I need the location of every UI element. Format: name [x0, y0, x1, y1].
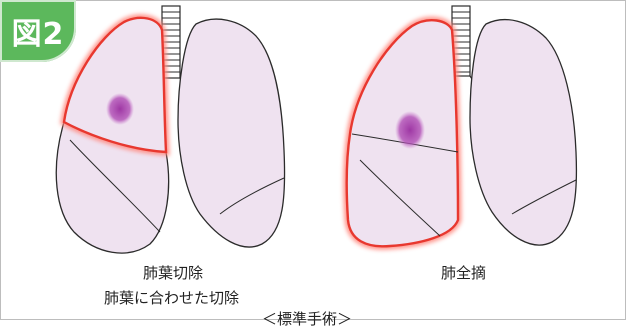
lobectomy-diagram	[56, 6, 284, 253]
tumor-right	[395, 111, 425, 149]
footer-caption: ＜標準手術＞	[262, 308, 352, 329]
lobectomy-subtitle: 肺葉に合わせた切除	[104, 287, 239, 308]
lung-right-side	[178, 19, 285, 247]
figure-number-badge: 図2	[0, 0, 76, 62]
lung-diagrams	[0, 0, 628, 322]
tumor-left	[106, 93, 134, 125]
lobectomy-title: 肺葉切除	[143, 262, 203, 283]
pneumonectomy-title: 肺全摘	[441, 262, 486, 283]
lung-remaining	[470, 20, 576, 245]
pneumonectomy-diagram	[347, 6, 577, 246]
